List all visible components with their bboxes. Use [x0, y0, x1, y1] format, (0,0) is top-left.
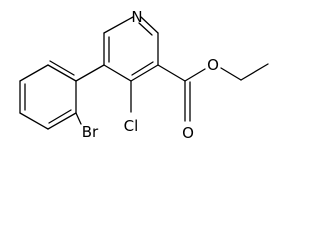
bond-o-ch2 [220, 67, 242, 81]
ester-oxygen-label: O [207, 56, 219, 74]
bond-ring-carbonyl [157, 64, 186, 82]
bond-c4-c5 [130, 64, 159, 82]
bond-ph-1-2 [47, 64, 77, 82]
bond-c-br [75, 112, 82, 125]
bond-c-o-single [184, 68, 206, 82]
bond-c4-c5-inner [131, 61, 154, 76]
carbonyl-oxygen-label: O [182, 124, 194, 142]
bond-ring-link [75, 64, 105, 82]
bond-c3-c4 [103, 64, 132, 82]
bond-ph-2-3 [19, 64, 49, 82]
pyridine-ring [103, 16, 159, 82]
bond-ph-4-5 [19, 112, 49, 130]
bond-n-c2 [103, 16, 134, 34]
bond-ph-5-6-inner [48, 109, 72, 124]
molecule-canvas: N Cl Br O O [19, 8, 269, 142]
bond-ch2-ch3 [240, 63, 269, 81]
chlorine-label: Cl [124, 117, 139, 135]
structure-diagram: N Cl Br O O [19, 8, 269, 142]
bond-c6-n [140, 16, 159, 34]
ester-group [157, 63, 269, 122]
bromophenyl-ring [19, 60, 105, 130]
bond-ph-1-2-inner [49, 60, 75, 76]
bond-ph-5-6 [47, 112, 77, 130]
nitrogen-label: N [131, 8, 142, 26]
bromine-label: Br [82, 123, 99, 141]
bond-c6-n-inner [138, 22, 153, 36]
